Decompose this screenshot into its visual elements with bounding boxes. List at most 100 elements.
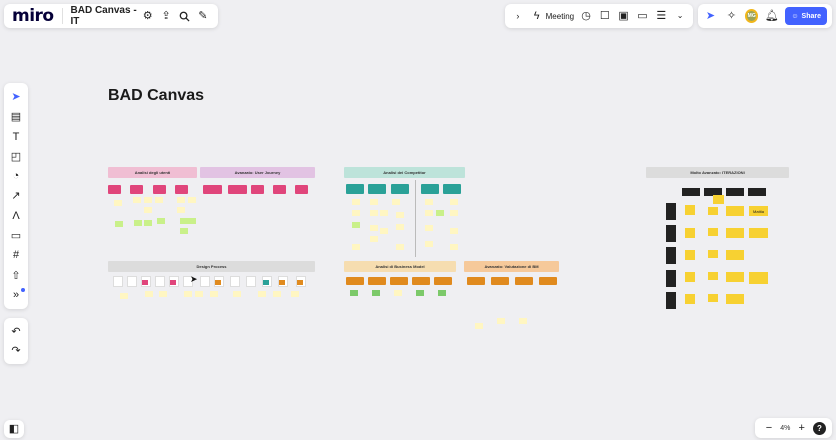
board-card[interactable] <box>175 185 188 194</box>
bm-card[interactable] <box>412 277 430 285</box>
sticky-note[interactable] <box>713 195 724 204</box>
sticky-note[interactable] <box>708 250 718 258</box>
meeting-bolt-icon[interactable]: ϟ <box>533 9 540 22</box>
bm-card[interactable] <box>346 277 364 285</box>
connector-arrow-icon[interactable]: ↗ <box>11 190 21 203</box>
sticky-note[interactable] <box>749 272 768 284</box>
sticky-note[interactable] <box>396 244 404 250</box>
sticky-note[interactable] <box>184 291 192 297</box>
iteration-card[interactable] <box>666 270 676 287</box>
process-card[interactable] <box>200 276 210 287</box>
sticky-note[interactable] <box>438 290 446 296</box>
sticky-note[interactable] <box>396 212 404 218</box>
sticky-note[interactable] <box>685 294 695 304</box>
sticky-note[interactable] <box>233 291 241 297</box>
redo-icon[interactable]: ↷ <box>11 345 21 357</box>
sticky-note[interactable] <box>157 218 165 224</box>
meeting-label[interactable]: Meeting <box>545 11 575 21</box>
sticky-note[interactable] <box>352 210 360 216</box>
frame-user-journey[interactable]: Avanzato: User Journey <box>200 167 315 178</box>
zoom-in-icon[interactable]: + <box>798 421 805 434</box>
sticky-note[interactable] <box>370 199 378 205</box>
board-title[interactable]: BAD Canvas - IT <box>70 5 137 27</box>
process-card[interactable] <box>155 276 165 287</box>
sticky-note[interactable] <box>425 241 433 247</box>
sticky-note-mattia[interactable]: Mattia <box>749 206 768 216</box>
sticky-note[interactable] <box>180 218 188 224</box>
board-card[interactable] <box>203 185 222 194</box>
bm-card[interactable] <box>467 277 485 285</box>
bm-card[interactable] <box>390 277 408 285</box>
sticky-note[interactable] <box>195 291 203 297</box>
process-card[interactable] <box>230 276 240 287</box>
board-card[interactable] <box>108 185 121 194</box>
sticky-note[interactable] <box>372 290 380 296</box>
comment-icon[interactable]: ▭ <box>10 230 22 243</box>
sticky-note[interactable] <box>726 294 744 304</box>
sticky-note[interactable] <box>726 272 744 282</box>
bm-card[interactable] <box>368 277 386 285</box>
sticky-note[interactable] <box>394 290 402 296</box>
sticky-note[interactable] <box>450 244 458 250</box>
process-card[interactable] <box>183 276 193 287</box>
sticky-note[interactable] <box>155 197 163 203</box>
sticky-note[interactable] <box>685 228 695 238</box>
sticky-note[interactable] <box>144 220 152 226</box>
frame-design-process[interactable]: Design Process <box>108 261 315 272</box>
board-card[interactable] <box>130 185 143 194</box>
sticky-note[interactable] <box>350 290 358 296</box>
iteration-header-card[interactable] <box>682 188 700 196</box>
sticky-note[interactable] <box>258 291 266 297</box>
celebrate-icon[interactable]: ✧ <box>726 9 737 22</box>
sticky-note[interactable] <box>425 210 433 216</box>
sticky-note[interactable] <box>425 199 433 205</box>
sticky-note[interactable] <box>425 225 433 231</box>
sticky-note[interactable] <box>370 225 378 231</box>
sticky-note[interactable] <box>352 222 360 228</box>
bm-card[interactable] <box>491 277 509 285</box>
export-upload-icon[interactable]: ⇪ <box>161 9 171 22</box>
select-cursor-icon[interactable]: ➤ <box>11 91 21 104</box>
more-chevron-down-icon[interactable]: ⌄ <box>676 11 684 20</box>
sticky-note[interactable] <box>273 291 281 297</box>
notes-icon[interactable]: ☰ <box>656 9 667 22</box>
sticky-note[interactable] <box>416 290 424 296</box>
frame-iterazioni[interactable]: Molto Avanzato: ITERAZIONI <box>646 167 789 178</box>
sticky-note[interactable] <box>436 210 444 216</box>
miro-logo[interactable]: miro <box>12 6 54 26</box>
sticky-note[interactable] <box>188 218 196 224</box>
board-card[interactable] <box>228 185 247 194</box>
sticky-note[interactable] <box>450 210 458 216</box>
text-icon[interactable]: T <box>12 130 20 143</box>
bm-card[interactable] <box>434 277 452 285</box>
iteration-card[interactable] <box>666 292 676 309</box>
sticky-note[interactable] <box>291 291 299 297</box>
process-card[interactable] <box>278 276 288 287</box>
process-card[interactable] <box>127 276 137 287</box>
sticky-note[interactable] <box>749 228 768 238</box>
undo-icon[interactable]: ↶ <box>11 326 21 338</box>
sticky-note[interactable] <box>380 210 388 216</box>
sticky-note[interactable] <box>726 206 744 216</box>
templates-icon[interactable]: ▤ <box>10 111 22 124</box>
sticky-note[interactable] <box>134 220 142 226</box>
iteration-header-card[interactable] <box>748 188 766 196</box>
zoom-level[interactable]: 4% <box>780 424 791 432</box>
cursor-arrow-icon[interactable]: ➤ <box>705 9 716 22</box>
sticky-note[interactable] <box>115 221 123 227</box>
sticky-note[interactable] <box>144 207 152 213</box>
process-card[interactable] <box>262 276 272 287</box>
sticky-note[interactable] <box>370 236 378 242</box>
sticky-note[interactable] <box>685 205 695 215</box>
frame-analisi-utenti[interactable]: Analisi degli utenti <box>108 167 197 178</box>
iteration-card[interactable] <box>666 203 676 220</box>
sticky-note[interactable] <box>177 207 185 213</box>
more-tools-icon[interactable]: » <box>6 285 26 305</box>
sticky-note[interactable] <box>450 228 458 234</box>
frame-valutazione-bm[interactable]: Avanzato: Valutazione di BM <box>464 261 559 272</box>
timer-icon[interactable]: ◷ <box>581 9 591 22</box>
frames-panel-toggle[interactable]: ◧ <box>4 420 24 438</box>
chevron-right-icon[interactable]: › <box>516 10 520 21</box>
board-card[interactable] <box>391 184 409 194</box>
